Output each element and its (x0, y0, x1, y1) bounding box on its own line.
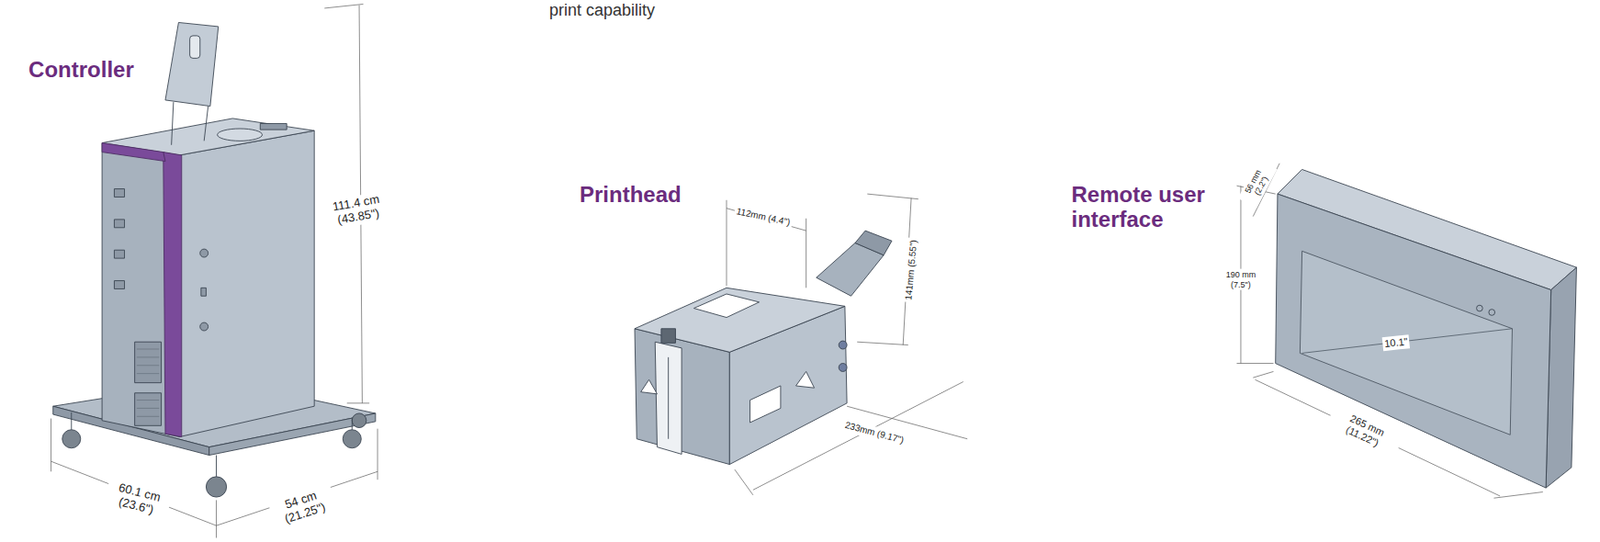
rui-front-face (1275, 193, 1552, 488)
note-text: print capability (549, 0, 655, 21)
dimension-label: 265 mm (11.22") (1326, 403, 1406, 458)
dimension-label: 54 cm (21.25") (268, 483, 339, 531)
dimension-lines (1236, 163, 1543, 498)
printhead-top-face (634, 287, 846, 352)
dimension-lines (726, 193, 968, 496)
purple-trim (163, 152, 182, 438)
dimension-label: 112mm (4.4") (733, 203, 794, 228)
controller-side-face (180, 130, 316, 437)
screen-size-label: 10.1" (1381, 334, 1410, 351)
product-heading: Printhead (579, 181, 682, 208)
dimension-label: 190 mm (7.5") (1218, 269, 1263, 291)
dimension-label: 111.4 cm (43.85") (320, 190, 395, 232)
dimension-label: 60.1 cm (23.6") (102, 477, 173, 522)
product-heading: Remote user interface (1071, 181, 1247, 233)
dimension-label: 141mm (5.55") (901, 237, 921, 304)
controller-lid (165, 22, 219, 106)
dimension-label: 233mm (9.17") (842, 417, 908, 447)
rui-screen (1299, 250, 1512, 435)
dimension-lines (51, 3, 379, 538)
product-heading: Controller (28, 56, 135, 83)
dimension-label: 56 mm (2.2") (1237, 158, 1277, 208)
